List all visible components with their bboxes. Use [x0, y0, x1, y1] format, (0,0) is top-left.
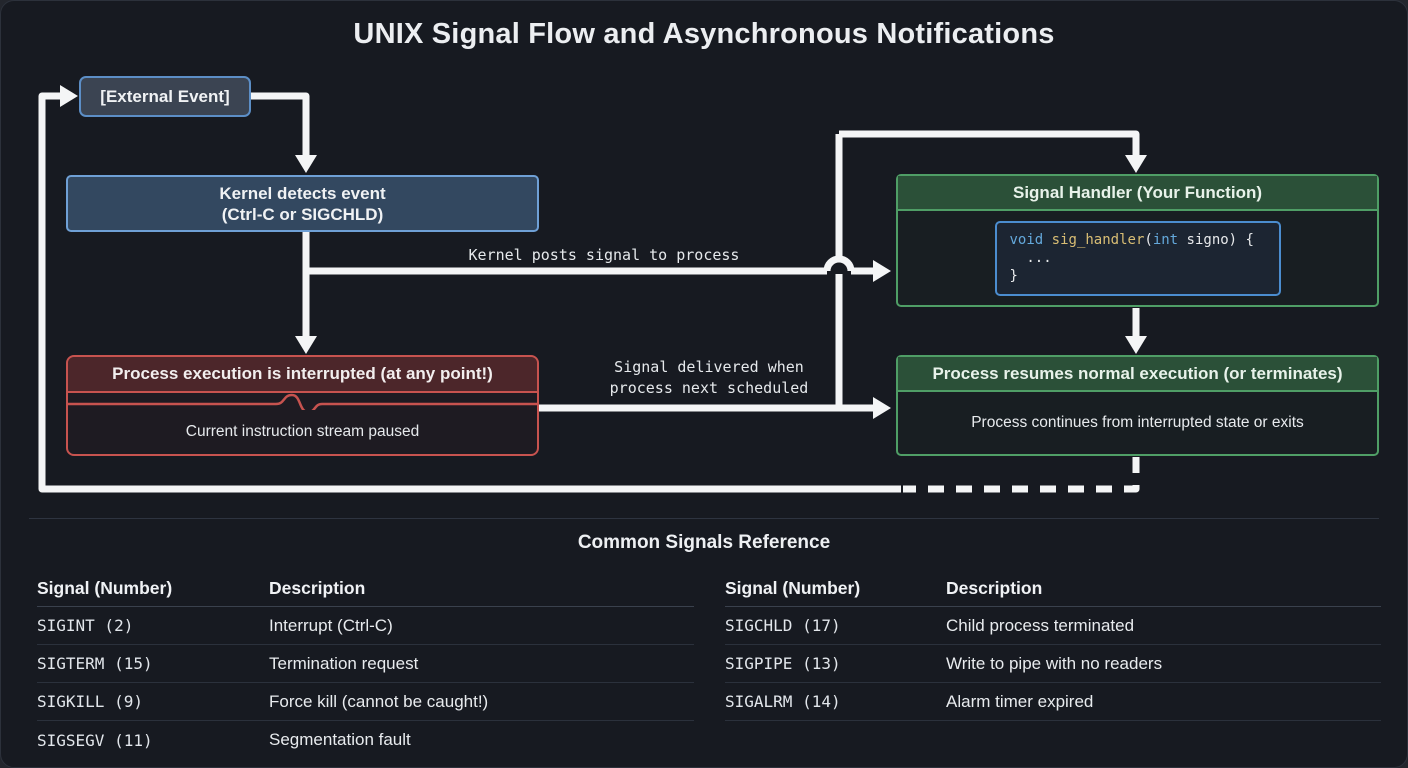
table-row: SIGINT (2) Interrupt (Ctrl-C): [37, 607, 694, 645]
table-row: SIGTERM (15) Termination request: [37, 645, 694, 683]
table-row: SIGSEGV (11) Segmentation fault: [37, 721, 694, 759]
signal-description: Alarm timer expired: [946, 691, 1094, 711]
col-signal-header: Signal (Number): [725, 578, 861, 598]
arrowhead: [295, 336, 317, 354]
interrupted-header: Process execution is interrupted (at any…: [68, 357, 537, 393]
table-row: SIGKILL (9) Force kill (cannot be caught…: [37, 683, 694, 721]
arrowhead: [1125, 155, 1147, 173]
signal-description: Child process terminated: [946, 615, 1135, 635]
signal-name: SIGCHLD (17): [725, 616, 841, 635]
signal-description: Write to pipe with no readers: [946, 653, 1163, 673]
dashed-return: [903, 457, 1140, 493]
signal-description: Force kill (cannot be caught!): [269, 691, 489, 711]
signal-handler-header: Signal Handler (Your Function): [898, 176, 1377, 211]
col-signal-header: Signal (Number): [37, 578, 173, 598]
code-token-function: sig_handler: [1051, 231, 1145, 248]
arrow-hop: [823, 255, 855, 272]
arrow-top-to-handler: [839, 130, 1140, 155]
signal-description: Segmentation fault: [269, 730, 411, 749]
edge-label-line1: Signal delivered when: [614, 358, 804, 376]
arrowhead: [873, 260, 891, 282]
process-resumes-body: Process continues from interrupted state…: [971, 414, 1304, 431]
arrowhead: [873, 397, 891, 419]
signal-handler-body: void sig_handler(int signo) { ...}: [898, 211, 1377, 305]
signal-name: SIGALRM (14): [725, 692, 841, 711]
interrupted-body: Current instruction stream paused: [185, 423, 420, 440]
arrowhead: [60, 85, 78, 107]
process-resumes-header: Process resumes normal execution (or ter…: [898, 357, 1377, 392]
code-token-rest: signo) {: [1178, 231, 1254, 248]
signal-name: SIGSEGV (11): [37, 730, 153, 750]
edge-label-signal-delivered: Signal delivered when process next sched…: [568, 357, 850, 398]
table-header-row: Signal (Number) Description: [725, 571, 1381, 607]
arrow-ext-to-kernel: [251, 92, 310, 155]
col-description-header: Description: [269, 578, 366, 598]
arrow-loop-back: [38, 92, 901, 493]
external-event-box: [External Event]: [79, 76, 251, 117]
code-line-2: ...: [1009, 249, 1052, 266]
code-token-paren: (: [1144, 231, 1153, 248]
kernel-detects-box: Kernel detects event (Ctrl-C or SIGCHLD): [66, 175, 539, 232]
signal-description: Interrupt (Ctrl-C): [269, 615, 393, 635]
arrowhead: [295, 155, 317, 173]
reference-title: Common Signals Reference: [577, 532, 831, 553]
kernel-line1: Kernel detects event: [219, 183, 386, 203]
code-token-void: void: [1009, 231, 1044, 248]
table-row: SIGCHLD (17) Child process terminated: [725, 607, 1381, 645]
code-line-1: void sig_handler(int signo) {: [1010, 231, 1266, 249]
interrupted-box: Process execution is interrupted (at any…: [66, 355, 539, 456]
signals-table-right: Signal (Number) Description SIGCHLD (17)…: [725, 571, 1381, 721]
arrowhead: [1125, 336, 1147, 354]
edge-label-kernel-posts: Kernel posts signal to process: [468, 246, 740, 264]
external-event-label: [External Event]: [100, 86, 230, 106]
signal-name: SIGKILL (9): [37, 692, 143, 711]
edge-label-line2: process next scheduled: [609, 378, 809, 397]
flow-arrows-svg: [38, 85, 1147, 493]
process-resumes-box: Process resumes normal execution (or ter…: [896, 355, 1379, 456]
handler-code-snippet: void sig_handler(int signo) { ...}: [994, 220, 1281, 296]
signals-table-left: Signal (Number) Description SIGINT (2) I…: [37, 571, 694, 759]
page-title: UNIX Signal Flow and Asynchronous Notifi…: [353, 18, 1055, 50]
signal-name: SIGTERM (15): [37, 654, 153, 673]
signal-description: Termination request: [269, 653, 419, 673]
kernel-line2: (Ctrl-C or SIGCHLD): [221, 204, 384, 224]
code-line-3: }: [1009, 267, 1018, 284]
signal-name: SIGPIPE (13): [725, 654, 841, 673]
table-row: SIGALRM (14) Alarm timer expired: [725, 683, 1381, 721]
code-token-int: int: [1152, 231, 1179, 248]
signal-name: SIGINT (2): [37, 616, 134, 635]
instruction-break-squiggle: [68, 393, 537, 410]
col-description-header: Description: [946, 578, 1043, 598]
table-row: SIGPIPE (13) Write to pipe with no reade…: [725, 645, 1381, 683]
signal-handler-box: Signal Handler (Your Function) void sig_…: [896, 174, 1379, 307]
code-token-space: [1043, 232, 1051, 248]
section-divider: [29, 518, 1379, 519]
table-header-row: Signal (Number) Description: [37, 571, 694, 607]
